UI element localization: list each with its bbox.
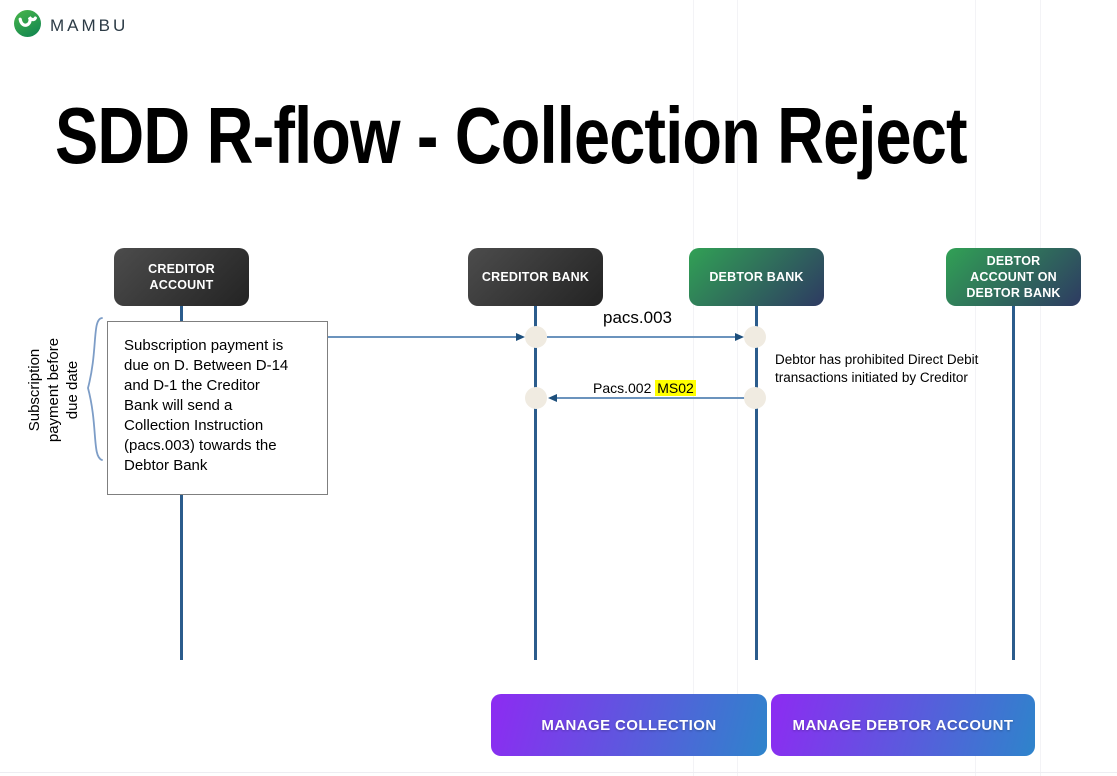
mambu-logo: MAMBU <box>14 10 128 42</box>
arrowhead-right-icon <box>516 332 525 341</box>
actor-label: CREDITOR BANK <box>481 269 590 284</box>
slide-guide-line <box>1040 0 1041 776</box>
arrowhead-left-icon <box>548 393 557 402</box>
event-node-creditor-bank-2 <box>525 387 547 409</box>
event-node-debtor-bank-2 <box>744 387 766 409</box>
lifeline-creditor-bank <box>534 306 537 660</box>
mambu-logo-icon <box>14 10 41 42</box>
mambu-logo-text: MAMBU <box>50 16 129 35</box>
actor-creditor-account: CREDITOR ACCOUNT <box>114 248 249 306</box>
message-line-pacs003-b <box>547 336 735 338</box>
actor-debtor-bank: DEBTOR BANK <box>689 248 824 306</box>
lifeline-debtor-bank <box>755 306 758 660</box>
message-label-prefix: Pacs.002 <box>593 380 652 396</box>
message-label-highlight: MS02 <box>655 380 696 396</box>
page-title: SDD R-flow - Collection Reject <box>55 91 968 180</box>
slide-guide-line <box>737 0 738 776</box>
actor-creditor-bank: CREDITOR BANK <box>468 248 603 306</box>
side-label-wrap: Subscription payment before due date <box>25 322 82 458</box>
manage-debtor-account-button[interactable]: MANAGE DEBTOR ACCOUNT <box>771 694 1035 756</box>
message-label-pacs002: Pacs.002 MS02 <box>593 380 696 396</box>
actor-label: DEBTOR ACCOUNT ON DEBTOR BANK <box>966 253 1061 301</box>
lifeline-debtor-account <box>1012 306 1015 660</box>
manage-collection-button[interactable]: MANAGE COLLECTION <box>491 694 767 756</box>
event-node-creditor-bank-1 <box>525 326 547 348</box>
message-line-pacs003-a <box>328 336 518 338</box>
message-line-pacs002 <box>556 397 746 399</box>
annotation-text: Debtor has prohibited Direct Debit trans… <box>775 352 979 385</box>
actor-debtor-account: DEBTOR ACCOUNT ON DEBTOR BANK <box>946 248 1081 306</box>
slide-edge-line <box>0 772 1117 773</box>
event-node-debtor-bank-1 <box>744 326 766 348</box>
actor-label: CREDITOR ACCOUNT <box>148 261 215 292</box>
note-box: Subscription payment is due on D. Betwee… <box>107 321 328 495</box>
message-label-pacs003: pacs.003 <box>603 308 672 327</box>
actor-label: DEBTOR BANK <box>709 269 804 284</box>
arrowhead-right-icon <box>735 332 744 341</box>
slide-guide-line <box>975 0 976 776</box>
curly-brace <box>84 316 106 467</box>
phase-label: Subscription payment before due date <box>26 337 81 443</box>
